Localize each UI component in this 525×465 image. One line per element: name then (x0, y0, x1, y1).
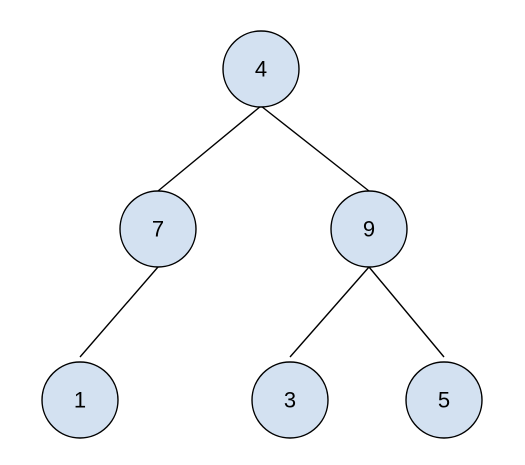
tree-node-circle (405, 361, 483, 439)
tree-node-circle (41, 361, 119, 439)
tree-node-3: 3 (251, 361, 329, 439)
tree-node-label: 3 (284, 388, 296, 413)
tree-node-circle (251, 361, 329, 439)
tree-node-label: 9 (363, 217, 375, 242)
tree-node-label: 4 (255, 57, 267, 82)
tree-node-1: 1 (41, 361, 119, 439)
tree-node-circle (119, 190, 197, 268)
tree-node-4: 4 (222, 30, 300, 108)
tree-edges (79, 105, 445, 358)
tree-node-label: 5 (438, 388, 450, 413)
tree-node-label: 1 (74, 388, 86, 413)
tree-node-label: 7 (152, 217, 164, 242)
tree-node-circle (330, 190, 408, 268)
tree-edge-9-3 (289, 266, 370, 358)
tree-edge-7-1 (79, 266, 159, 358)
tree-edge-4-9 (260, 105, 370, 192)
tree-edge-4-7 (157, 105, 262, 192)
tree-node-5: 5 (405, 361, 483, 439)
tree-node-7: 7 (119, 190, 197, 268)
tree-edge-9-5 (368, 266, 445, 358)
tree-nodes: 4 7 9 1 3 5 (41, 30, 483, 439)
tree-node-9: 9 (330, 190, 408, 268)
tree-node-circle (222, 30, 300, 108)
